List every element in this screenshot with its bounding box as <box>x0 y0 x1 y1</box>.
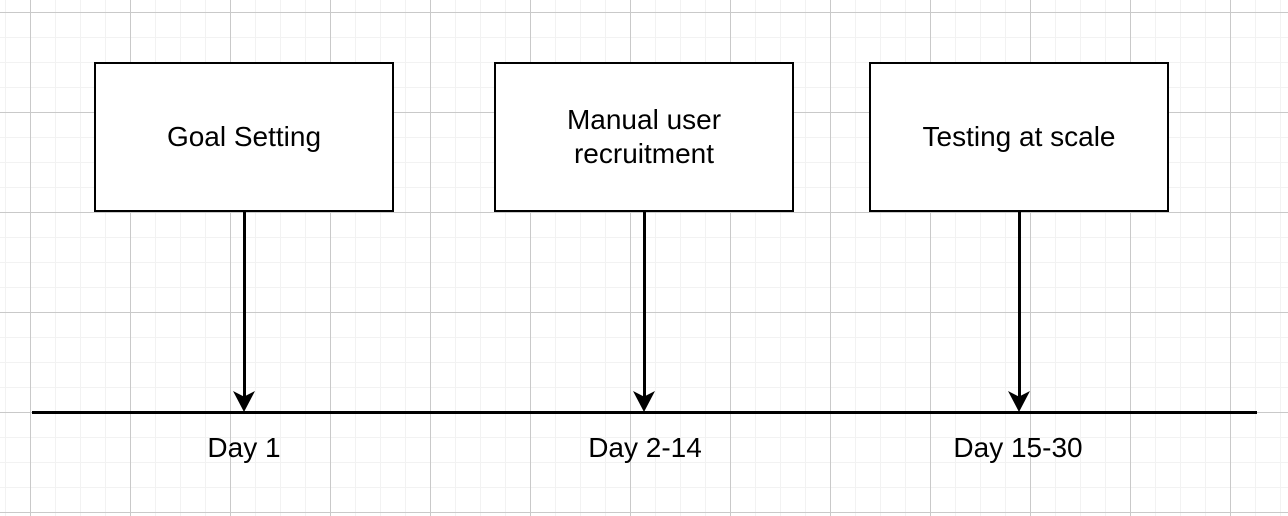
process-box-testing-at-scale: Testing at scale <box>869 62 1169 212</box>
process-box-label: Testing at scale <box>922 121 1116 152</box>
process-box-manual-user-recruitment: Manual user recruitment <box>494 62 794 212</box>
connector-arrow-shaft <box>643 212 646 398</box>
timeline-label-day-15-30: Day 15-30 <box>953 432 1083 463</box>
connector-arrow-shaft <box>1018 212 1021 398</box>
timeline-axis <box>32 411 1257 414</box>
process-box-label: Goal Setting <box>166 121 322 152</box>
process-box-goal-setting: Goal Setting <box>94 62 394 212</box>
process-box-label: Manual user recruitment <box>566 104 722 169</box>
timeline-label-day-1: Day 1 <box>207 432 281 463</box>
timeline-label-day-2-14: Day 2-14 <box>588 432 702 463</box>
connector-arrow-shaft <box>243 212 246 398</box>
